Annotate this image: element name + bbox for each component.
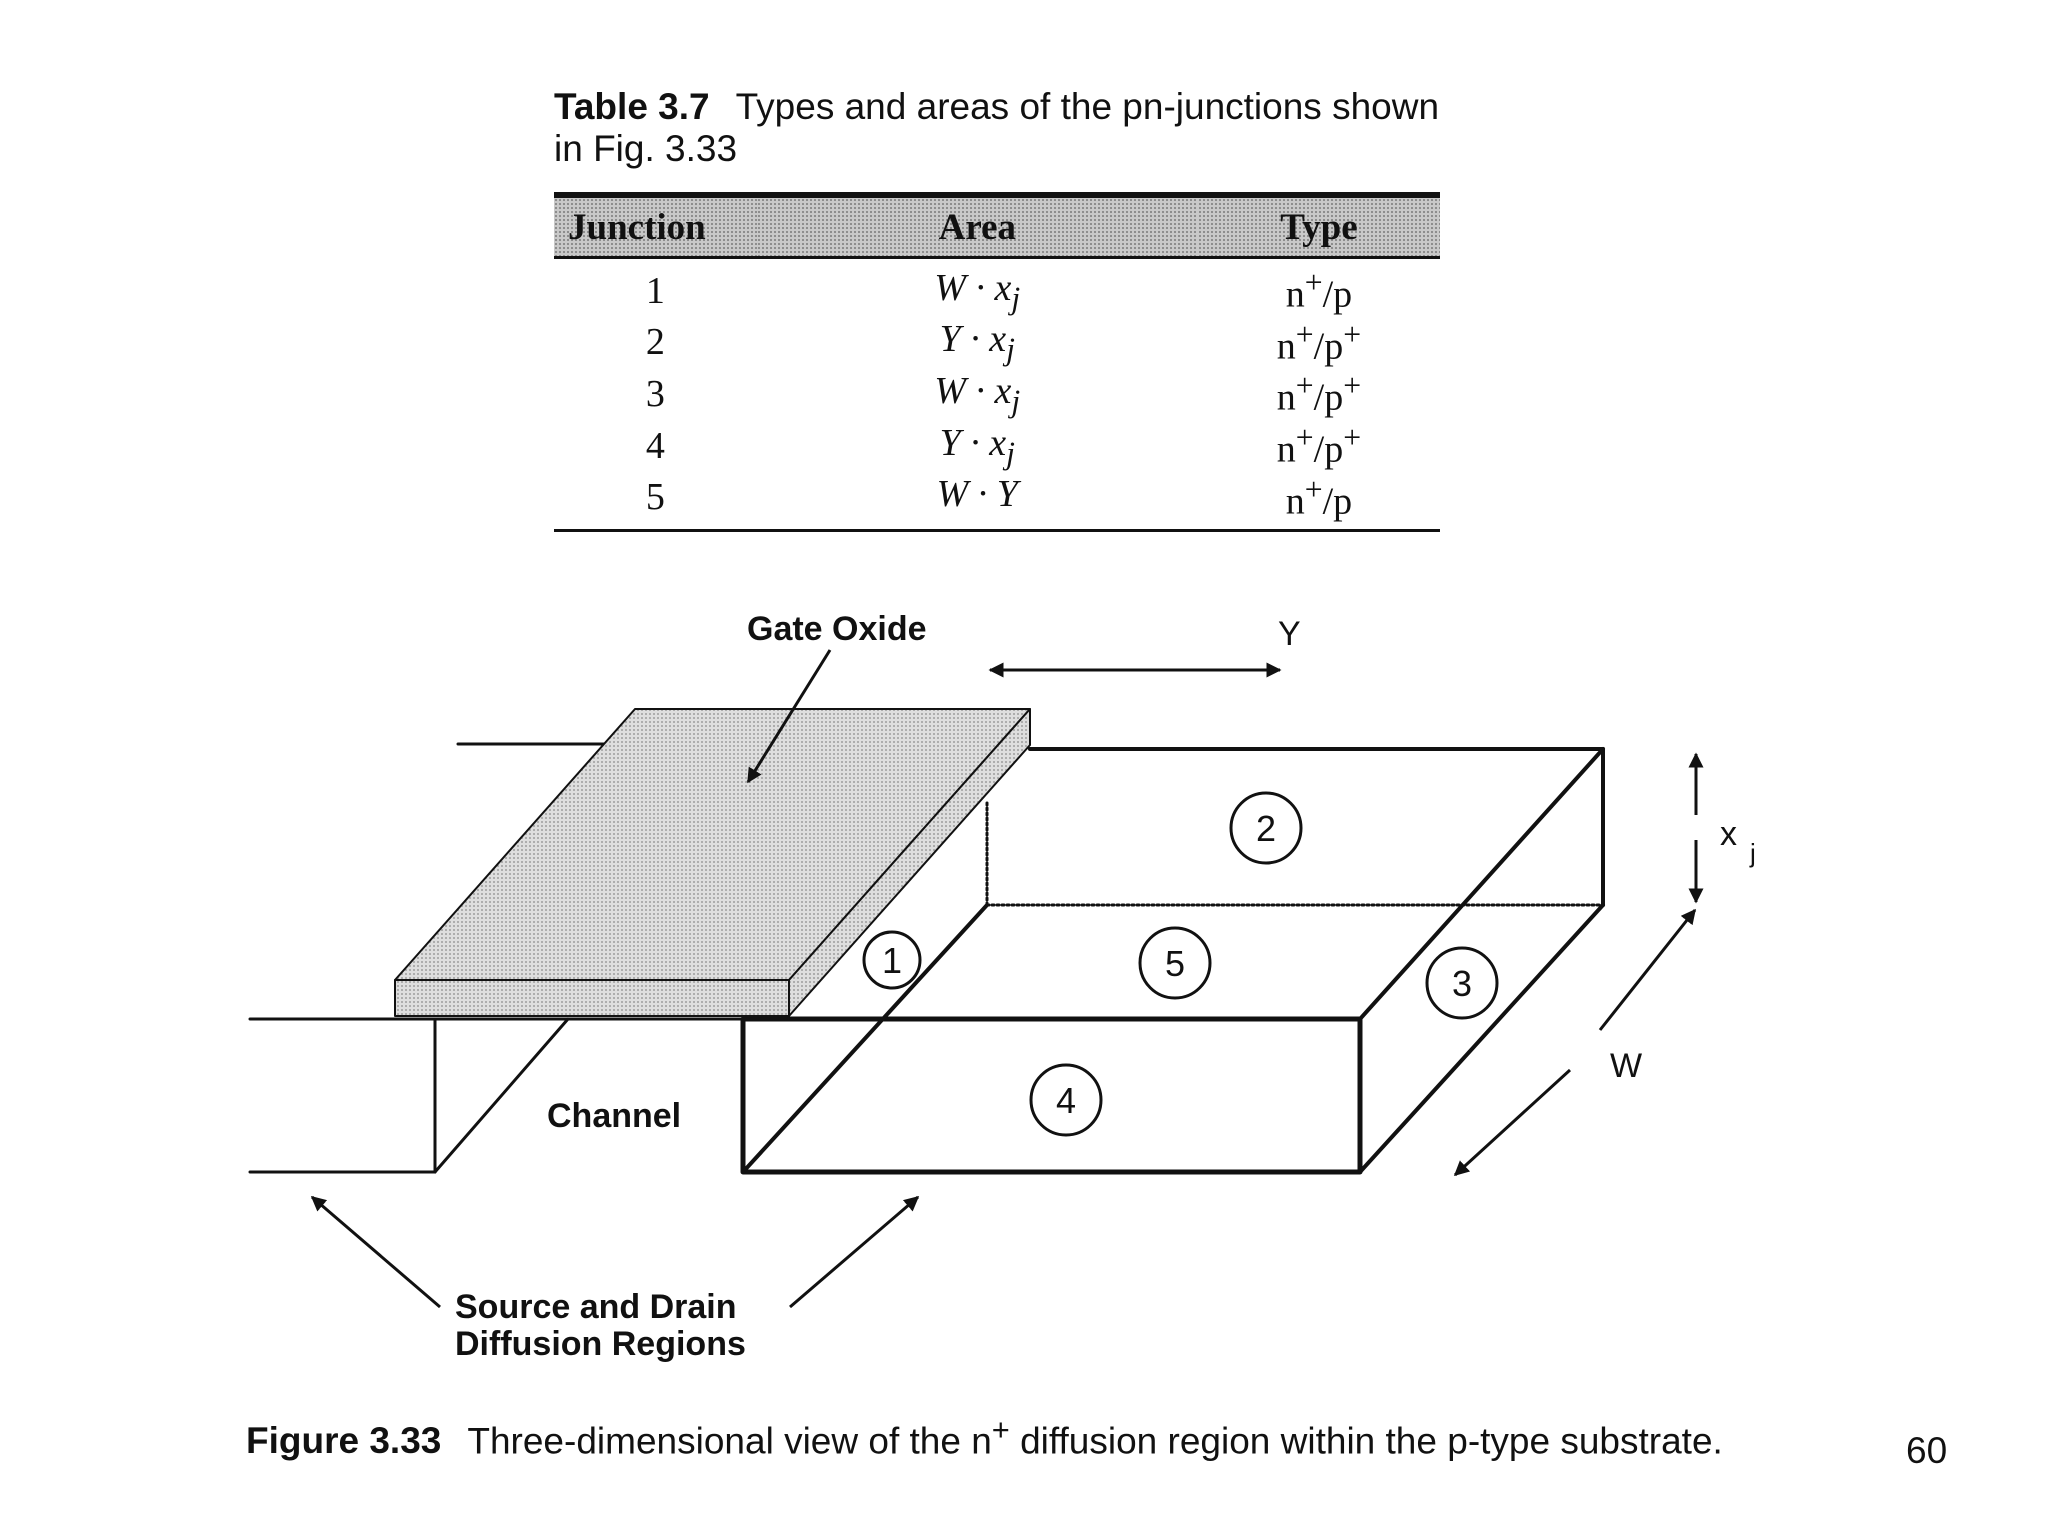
type-text: n [1285, 273, 1305, 316]
junction-marker-4-label: 4 [1056, 1080, 1076, 1121]
area-cell: W · xj [757, 258, 1198, 317]
y-dimension-label: Y [1278, 615, 1301, 653]
junction-table: Junction Area Type 1 W · xj n+/p 2 Y · x… [554, 192, 1440, 533]
type-text: n [1276, 325, 1296, 368]
header-junction: Junction [554, 192, 757, 259]
figure-caption-sup: + [991, 1412, 1010, 1447]
type-rest: /p [1313, 428, 1344, 471]
table-row: 4 Y · xj n+/p+ [554, 420, 1440, 472]
junction-cell: 5 [554, 471, 757, 533]
junction-marker-3: 3 [1425, 946, 1499, 1020]
type-cell: n+/p+ [1198, 420, 1440, 472]
area-text: W · Y [936, 473, 1018, 516]
type-cell: n+/p [1198, 258, 1440, 317]
drain-diffusion-box [740, 747, 1605, 1175]
gate-oxide-front-face [394, 979, 790, 1017]
drain-top-right-edge [1358, 747, 1605, 1021]
gate-oxide-side-face [788, 708, 1031, 1017]
gate-oxide-slab [394, 708, 1031, 1017]
table-row: 3 W · xj n+/p+ [554, 368, 1440, 420]
xj-dimension-label: x [1720, 815, 1737, 853]
junction-cell: 2 [645, 321, 665, 364]
area-cell: W · xj [757, 368, 1198, 420]
junction-cell: 1 [645, 269, 665, 312]
source-arrow [310, 1195, 441, 1309]
type-rest: /p [1322, 480, 1353, 523]
junction-marker-2-label: 2 [1256, 808, 1276, 849]
type-superscript: + [1304, 471, 1323, 507]
junction-marker-1: 1 [862, 930, 922, 990]
junction-marker-5-label: 5 [1165, 943, 1185, 984]
area-subscript: j [1011, 280, 1021, 316]
page-number: 60 [1906, 1430, 1948, 1471]
header-type: Type [1197, 192, 1440, 259]
area-cell: Y · xj [757, 420, 1198, 472]
junction-marker-5: 5 [1138, 926, 1212, 1000]
type-superscript: + [1295, 419, 1314, 455]
area-subscript: j [1006, 331, 1015, 367]
type-rest: /p [1313, 325, 1344, 368]
figure-caption: Figure 3.33 Three-dimensional view of the… [246, 1406, 1746, 1465]
table-row: 1 W · xj n+/p [554, 258, 1440, 317]
junction-cell: 4 [645, 424, 665, 467]
junction-marker-4: 4 [1029, 1063, 1103, 1137]
table-label: Table 3.7 [554, 86, 710, 127]
type-superscript-2: + [1343, 419, 1362, 455]
figure-label: Figure 3.33 [246, 1420, 442, 1462]
area-subscript: j [1006, 435, 1015, 471]
type-superscript: + [1295, 316, 1314, 352]
junction-marker-1-label: 1 [882, 940, 902, 981]
table-header-row: Junction Area Type [554, 192, 1440, 259]
figure-caption-text-2: diffusion region within the p-type subst… [1009, 1420, 1723, 1462]
gate-oxide-arrow [746, 649, 832, 784]
drain-bottom-right-edge [1358, 903, 1605, 1174]
area-text: Y · x [939, 318, 1007, 361]
source-region-side-edge [433, 1017, 570, 1174]
table-row: 2 Y · xj n+/p+ [554, 317, 1440, 369]
drain-front-face [740, 1016, 1363, 1175]
type-text: n [1276, 376, 1296, 419]
w-dimension-arrow-up [1598, 908, 1697, 1031]
type-text: n [1276, 428, 1296, 471]
junction-marker-2: 2 [1229, 791, 1303, 865]
junction-cell: 3 [645, 373, 665, 416]
type-superscript: + [1304, 265, 1323, 300]
drain-bottom-left-edge [741, 903, 989, 1174]
area-subscript: j [1011, 383, 1021, 419]
type-superscript-2: + [1343, 368, 1362, 404]
channel-label: Channel [547, 1097, 681, 1135]
w-dimension-arrow-down [1453, 1068, 1572, 1177]
area-text: W · x [934, 266, 1012, 309]
type-cell: n+/p+ [1198, 368, 1440, 420]
area-cell: W · Y [756, 471, 1198, 533]
type-rest: /p [1322, 273, 1353, 316]
area-text: Y · x [939, 421, 1007, 464]
xj-dimension-subscript: j [1749, 838, 1756, 868]
type-cell: n+/p [1197, 471, 1440, 533]
gate-oxide-label: Gate Oxide [747, 610, 927, 648]
source-drain-label-line-2: Diffusion Regions [455, 1325, 746, 1363]
source-drain-label-line-1: Source and Drain [455, 1288, 737, 1326]
table-caption-text: Types and areas of the pn-junctions show… [554, 86, 1440, 169]
drain-arrow [789, 1195, 920, 1309]
table-row: 5 W · Y n+/p [554, 471, 1440, 533]
junction-marker-3-label: 3 [1452, 963, 1472, 1004]
type-rest: /p [1313, 376, 1344, 419]
w-dimension-label: W [1610, 1047, 1642, 1085]
type-cell: n+/p+ [1198, 317, 1440, 369]
type-text: n [1285, 480, 1305, 523]
type-superscript: + [1295, 368, 1314, 404]
type-superscript-2: + [1343, 316, 1362, 352]
area-cell: Y · xj [757, 317, 1198, 369]
header-area: Area [756, 192, 1198, 259]
figure-caption-text-1: Three-dimensional view of the n [467, 1420, 992, 1462]
area-text: W · x [934, 369, 1012, 412]
